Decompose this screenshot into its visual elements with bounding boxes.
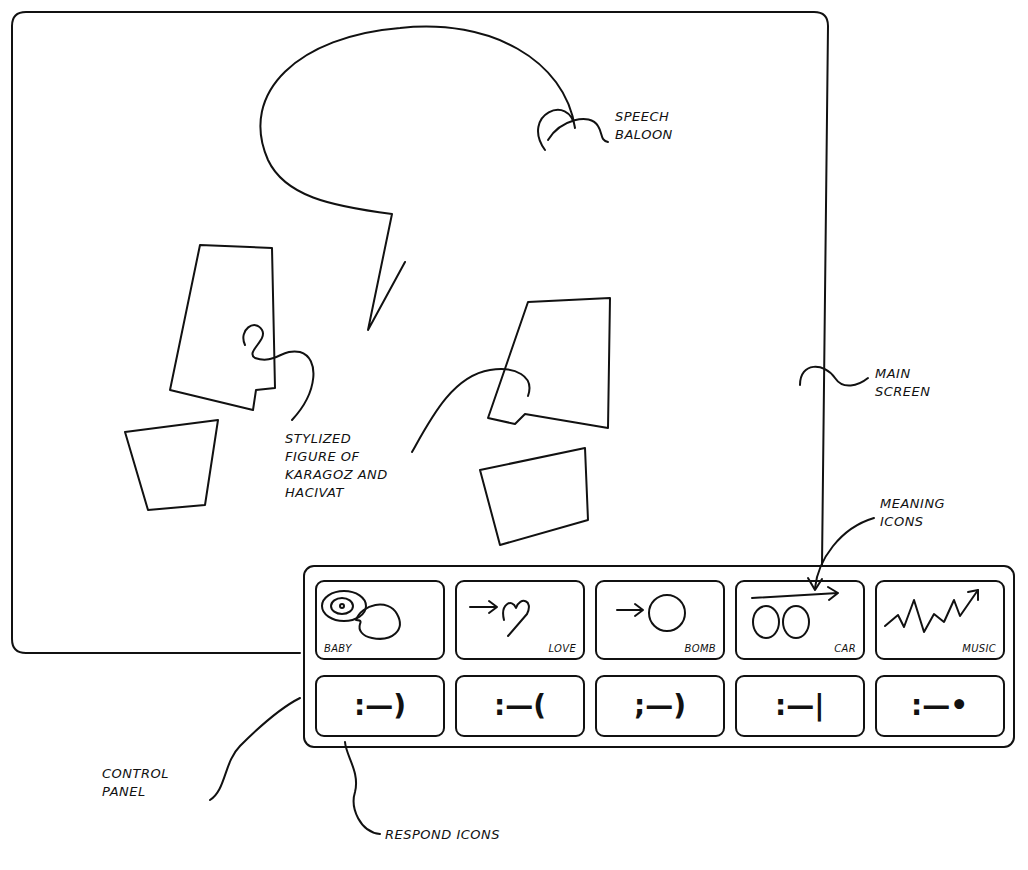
emoticon: :—( [494,689,546,723]
baby-head [331,598,353,614]
main-screen: MAIN SCREEN [10,10,830,655]
arrow [470,601,497,613]
icon-caption: BABY [324,643,352,655]
callout-label: MAIN SCREEN [875,365,970,401]
meaning-icon: LOVE [455,580,585,660]
leader-line [815,518,874,588]
heart [503,601,529,636]
icon-caption: BOMB [685,643,716,655]
baby-icon [322,591,400,639]
icon-caption: LOVE [549,643,577,655]
respond-icon: ;—) [595,675,725,737]
icon-caption: CAR [834,643,856,655]
baby-dot [340,604,344,608]
screen-border [12,12,828,653]
wheel [753,606,779,638]
leader-line [243,325,313,420]
emoticon: :—• [911,689,968,723]
leader-line [345,742,380,834]
baby-body [356,605,400,639]
love-icon [470,601,529,636]
bomb-icon [617,595,685,631]
leader-line [210,698,300,800]
respond-icon: :—• [875,675,1005,737]
baby-head [322,591,366,621]
arrow [752,587,838,600]
emoticon: :—) [354,689,406,723]
meaning-icon: BABY [315,580,445,660]
hacivat-figure [480,448,588,545]
car-icon [752,587,838,638]
sound-wave [885,590,978,632]
callout-label: RESPOND ICONS [385,826,500,844]
screen-outline [10,10,830,655]
callout-label: CONTROL PANEL [102,765,207,801]
leader-line [800,367,868,386]
leader-line [548,119,608,142]
respond-icon: :—| [735,675,865,737]
hacivat-figure [488,298,610,428]
meaning-icon: MUSIC [875,580,1005,660]
control-panel: CONTROL PANELBABYLOVEBOMBCARMUSIC:—):—(;… [303,565,1015,748]
leader-line [412,369,529,452]
respond-icon: :—) [315,675,445,737]
emoticon: ;—) [634,689,686,723]
emoticon: :—| [775,689,824,723]
meaning-icon: BOMB [595,580,725,660]
speech-balloon [260,27,575,330]
bomb [649,595,685,631]
respond-icon: :—( [455,675,585,737]
arrowhead [968,590,978,600]
wheel [783,606,809,638]
arrow [617,604,643,616]
meaning-icon: CAR [735,580,865,660]
callout-label: SPEECH BALOON [615,108,710,144]
icon-caption: MUSIC [962,643,996,655]
music-icon [885,590,978,632]
callout-label: MEANING ICONS [880,495,975,531]
callout-label: STYLIZED FIGURE OF KARAGOZ AND HACIVAT [285,430,403,502]
karagoz-figure [125,420,218,510]
